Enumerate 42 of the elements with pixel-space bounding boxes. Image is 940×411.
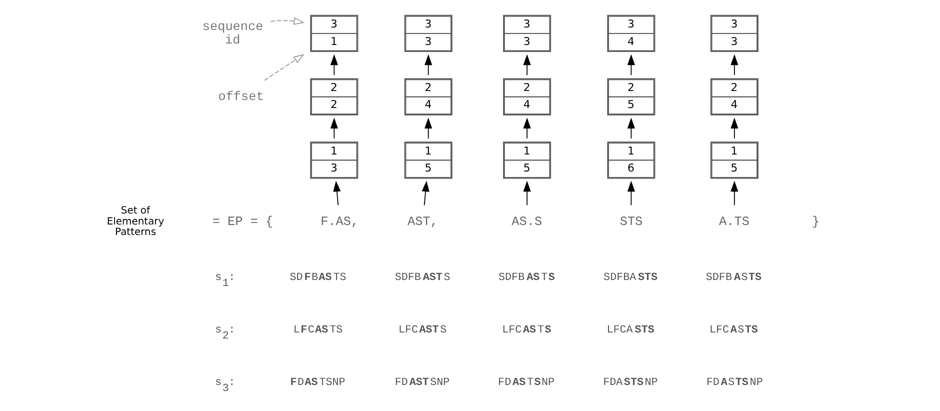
arrow [627, 54, 635, 76]
label: LFCASTS [606, 324, 654, 336]
node-text: offset [218, 89, 264, 104]
label: FDASTSNP [706, 376, 763, 389]
label: LFCASTS [398, 324, 447, 336]
arrow [523, 118, 531, 139]
node-text: AS.S [512, 214, 542, 230]
label: } [812, 214, 820, 230]
label: SDFBASTS [394, 272, 450, 284]
arrow [424, 54, 432, 76]
node-text: F.AS, [320, 214, 359, 230]
label: Set of Elementary Patterns [106, 205, 164, 238]
arrow [264, 54, 304, 81]
arrow [730, 180, 738, 206]
node-text: sequence id [202, 19, 264, 48]
arrow [333, 180, 341, 206]
label: SDFBASTS [290, 272, 346, 284]
label: LFCASTS [710, 324, 758, 336]
arrow [422, 180, 430, 206]
node-text: A.TS [719, 214, 750, 230]
label: FDASTSNP [290, 376, 346, 389]
label: FDASTSNP [394, 376, 450, 389]
node-text: AST, [408, 214, 438, 230]
label: FDASTSNP [603, 376, 658, 389]
arrow [330, 54, 338, 76]
label: LFCASTS [293, 324, 343, 336]
label: FDASTSNP [498, 376, 555, 389]
label: LFCASTS [502, 324, 552, 336]
arrow [523, 180, 531, 206]
label: = EP = { [212, 214, 274, 230]
arrow [424, 118, 432, 139]
arrow [523, 54, 531, 76]
label: SDFBASTS [498, 272, 555, 284]
arrow [730, 118, 738, 139]
node-text: STS [620, 214, 643, 230]
arrow [627, 180, 635, 206]
label: SDFBASTS [604, 272, 658, 284]
arrow [627, 118, 635, 139]
label: SDFBASTS [706, 272, 762, 284]
arrow [330, 118, 338, 139]
arrow [270, 17, 305, 25]
arrow [730, 54, 738, 76]
